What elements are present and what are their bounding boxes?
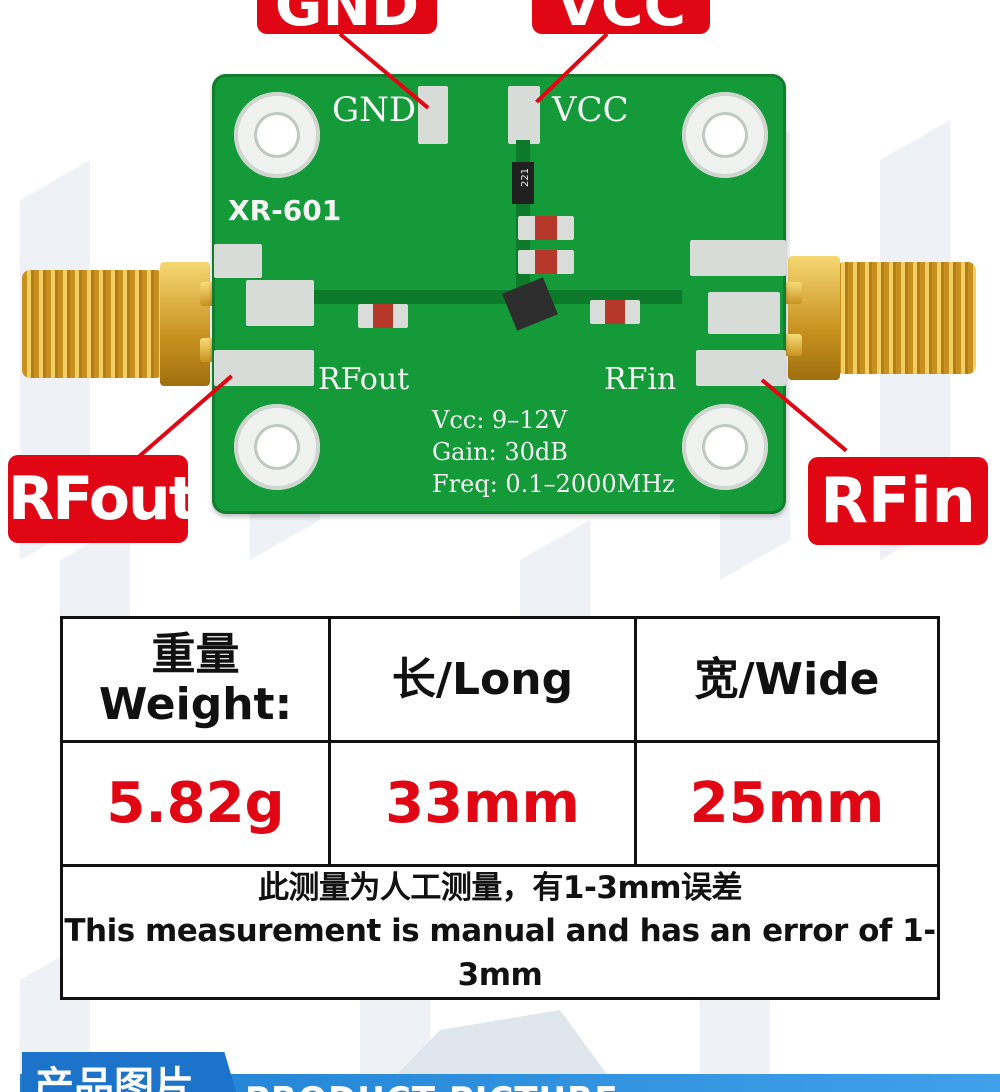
banner-bar xyxy=(20,1074,1000,1092)
rfout-callout: RFout xyxy=(8,455,188,543)
capacitor xyxy=(518,216,574,240)
rf-trace xyxy=(302,290,682,304)
table-value-row: 5.82g 33mm 25mm xyxy=(60,740,940,867)
capacitor xyxy=(358,304,408,328)
edge-pad xyxy=(708,292,780,334)
mounting-hole xyxy=(234,92,320,178)
measurement-note-cn: 此测量为人工测量，有1-3mm误差 xyxy=(257,870,743,906)
measurement-note-en: This measurement is manual and has an er… xyxy=(64,913,936,993)
edge-pad xyxy=(690,240,786,276)
weight-value: 5.82g xyxy=(60,740,331,867)
edge-pad xyxy=(246,280,314,326)
spec-vcc-label: Vcc: 9–12V xyxy=(432,406,568,434)
gnd-callout: GND xyxy=(257,0,437,34)
mounting-hole xyxy=(682,404,768,490)
board-rfin-label: RFin xyxy=(604,362,677,397)
edge-pad xyxy=(696,350,786,386)
board-gnd-label: GND xyxy=(332,90,417,130)
rfin-callout: RFin xyxy=(808,457,988,545)
banner-title-en: PRODUCT PICTURE xyxy=(245,1080,619,1092)
resistor-221: 221 xyxy=(512,162,534,204)
spec-gain-label: Gain: 30dB xyxy=(432,438,568,466)
edge-pad xyxy=(214,244,262,278)
weight-header-en: Weight: xyxy=(98,678,293,730)
long-header: 长/Long xyxy=(328,616,637,743)
weight-header: 重量 Weight: xyxy=(60,616,331,743)
wide-value: 25mm xyxy=(634,740,940,867)
spec-table: 重量 Weight: 长/Long 宽/Wide 5.82g 33mm 25mm… xyxy=(60,616,940,1001)
amplifier-ic xyxy=(502,277,558,331)
banner-title-cn: 产品图片 xyxy=(22,1052,242,1092)
long-value: 33mm xyxy=(328,740,637,867)
mounting-hole xyxy=(234,404,320,490)
pcb-board: XR-601 GND VCC RFout RFin Vcc: 9–12V Gai… xyxy=(212,74,786,514)
gnd-pad xyxy=(418,86,448,144)
vcc-callout: VCC xyxy=(532,0,710,34)
board-rfout-label: RFout xyxy=(318,362,410,397)
measurement-note: 此测量为人工测量，有1-3mm误差 This measurement is ma… xyxy=(60,863,940,1001)
board-vcc-label: VCC xyxy=(552,90,629,130)
weight-header-cn: 重量 xyxy=(151,629,240,681)
board-model-label: XR-601 xyxy=(228,194,342,227)
wide-header: 宽/Wide xyxy=(634,616,940,743)
mounting-hole xyxy=(682,92,768,178)
product-picture-banner: 产品图片 PRODUCT PICTURE xyxy=(0,1040,1000,1092)
spec-freq-label: Freq: 0.1–2000MHz xyxy=(432,470,675,498)
edge-pad xyxy=(214,350,314,386)
capacitor xyxy=(518,250,574,274)
resistor-code: 221 xyxy=(520,167,532,188)
table-note-row: 此测量为人工测量，有1-3mm误差 This measurement is ma… xyxy=(60,863,940,1001)
capacitor xyxy=(590,300,640,324)
table-header-row: 重量 Weight: 长/Long 宽/Wide xyxy=(60,616,940,743)
vcc-pad xyxy=(508,86,540,144)
